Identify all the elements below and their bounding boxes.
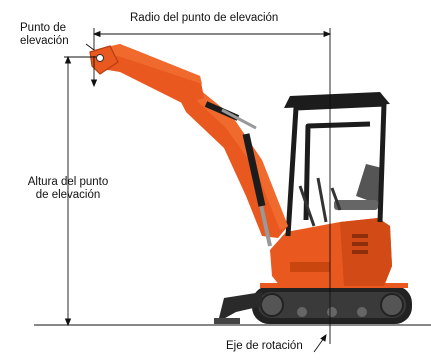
lift-height-label: Altura del punto de elevación bbox=[8, 176, 128, 202]
rotation-axis-label: Eje de rotación bbox=[226, 340, 303, 352]
stick-arm bbox=[94, 44, 204, 104]
rotation-axis-leader bbox=[313, 337, 325, 353]
operator-seat bbox=[356, 164, 382, 204]
lift-point-label-line-2: elevación bbox=[20, 35, 69, 47]
dimension-lines bbox=[64, 28, 332, 353]
lift-point-label-line-1: Punto de bbox=[20, 22, 67, 34]
lift-height-label-line-2: de elevación bbox=[35, 189, 101, 201]
lift-height-label-line-1: Altura del punto bbox=[27, 176, 109, 188]
bucket bbox=[89, 45, 119, 75]
dozer-blade bbox=[218, 292, 262, 322]
excavator-illustration bbox=[89, 44, 412, 324]
lift-radius-label: Radio del punto de elevación bbox=[130, 12, 279, 24]
lift-point-label: Punto de elevación bbox=[20, 22, 69, 48]
lift-point-leader bbox=[85, 43, 95, 51]
boom-cylinder bbox=[242, 133, 272, 247]
track-assembly bbox=[252, 283, 412, 324]
rops-canopy bbox=[285, 101, 387, 237]
boom-arm bbox=[174, 88, 288, 238]
canopy-roof bbox=[284, 92, 390, 108]
